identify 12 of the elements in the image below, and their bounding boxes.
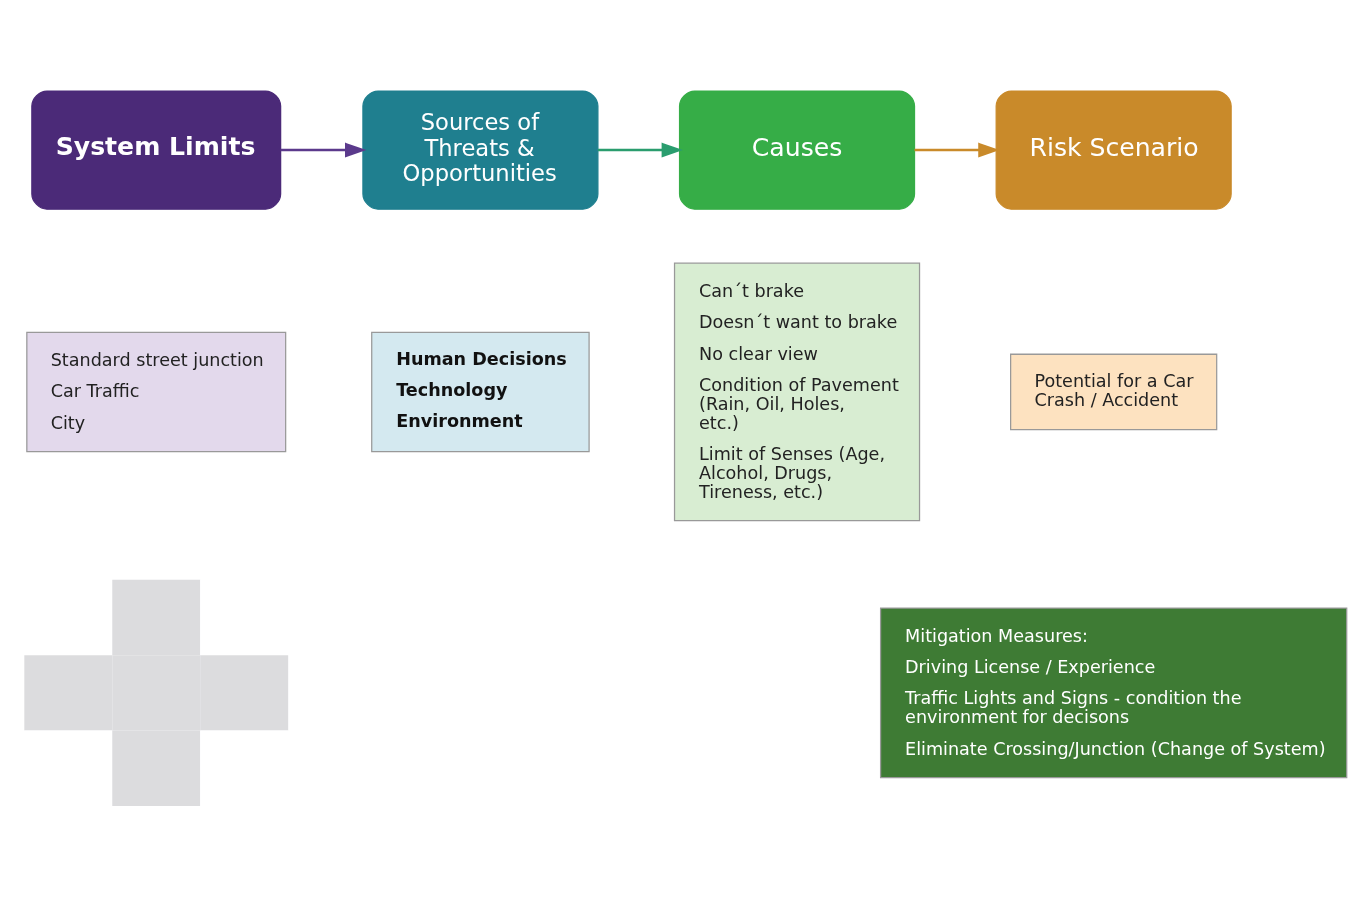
arrow — [280, 142, 366, 158]
arrow — [597, 142, 683, 158]
node-box: Causes — [678, 89, 915, 210]
node-box: Can´t brake Doesn´t want to brake No clear view Condition of Pavement (Rain, Oil, Holes, etc.) Limit of Senses (Age, Alcohol, Drugs, Tireness, etc.) — [673, 262, 920, 521]
node-box: Standard street junction Car Traffic City — [25, 331, 286, 452]
node-box: Sources of Threats & Opportunities — [361, 89, 598, 210]
arrow — [914, 142, 1000, 158]
node-box: System Limits — [30, 89, 281, 210]
node-box: Human Decisions Technology Environment — [370, 331, 590, 452]
node-box: Mitigation Measures: Driving License / Experience Traffic Lights and Signs - condition the environment for decisons Eliminate Crossing/Junction (Change of System) — [879, 606, 1347, 778]
node-box: Potential for a Car Crash / Accident — [1009, 353, 1217, 430]
node-box: Risk Scenario — [995, 89, 1232, 210]
